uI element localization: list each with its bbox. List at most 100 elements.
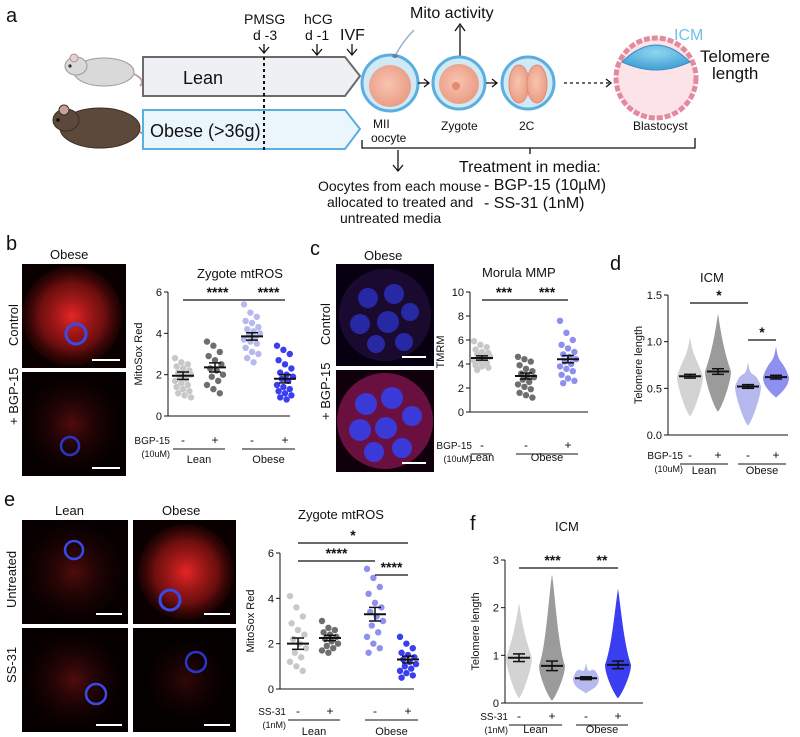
icm-label: ICM <box>674 27 703 44</box>
data-point <box>205 352 212 360</box>
data-point <box>556 317 564 324</box>
data-point <box>560 380 567 387</box>
treatment-sign: - <box>524 438 528 452</box>
group-label: Obese <box>531 452 563 464</box>
data-point <box>288 365 295 372</box>
significance-label: **** <box>381 559 403 575</box>
data-point <box>207 365 214 372</box>
data-point <box>273 342 281 349</box>
micrograph-b-bgp15 <box>22 372 126 476</box>
data-point <box>331 626 338 634</box>
data-point <box>288 392 295 399</box>
data-point <box>242 344 249 351</box>
oocytes-note-3: untreated media <box>340 210 441 226</box>
panel-c-micrographs: c Obese Control + BGP-15 <box>310 238 434 472</box>
data-point <box>244 354 251 362</box>
data-point <box>409 645 416 652</box>
data-point <box>379 617 387 625</box>
data-point <box>477 341 484 348</box>
panel-b-micrographs: b Obese Control + BGP-15 <box>6 233 126 476</box>
data-point <box>516 389 523 396</box>
significance-label: * <box>759 324 765 340</box>
panel-label-e: e <box>4 489 15 511</box>
data-point <box>255 323 262 331</box>
data-point <box>291 649 298 656</box>
data-point <box>181 392 188 399</box>
treatment-sign: - <box>517 709 521 723</box>
group-label: Lean <box>302 726 326 737</box>
group-label: Lean <box>692 465 716 477</box>
panel-e-row-untreated: Untreated <box>4 551 19 608</box>
pmsg-day-label: d -3 <box>253 27 277 43</box>
group-label: Lean <box>187 454 211 466</box>
micrograph-c-bgp15 <box>336 370 434 472</box>
data-point <box>371 599 379 607</box>
data-point <box>330 645 337 652</box>
data-point <box>514 381 522 388</box>
y-axis-label: MitoSox Red <box>245 590 257 653</box>
treatment-sign: + <box>211 433 218 447</box>
data-point <box>281 361 289 368</box>
data-point <box>242 317 249 325</box>
data-point <box>569 368 576 375</box>
micrograph-e-obese-untreated <box>133 520 236 624</box>
panel-label-a: a <box>6 5 18 27</box>
treatment-sign: - <box>181 433 185 447</box>
data-point <box>558 371 565 378</box>
data-point <box>396 633 404 641</box>
data-point <box>179 385 187 393</box>
micrograph-e-lean-untreated <box>22 520 128 624</box>
data-point <box>571 348 578 356</box>
data-point <box>281 390 289 397</box>
data-point <box>256 330 264 337</box>
data-point <box>470 338 478 345</box>
group-label: Obese <box>586 724 618 736</box>
pmsg-arrow <box>258 44 270 55</box>
treatment-sign: + <box>326 704 333 718</box>
y-tick-label: 6 <box>458 335 464 347</box>
data-point <box>216 348 223 356</box>
y-axis-label: Telomere length <box>470 592 482 670</box>
data-point <box>514 353 522 360</box>
telomere-label-2: length <box>712 64 758 83</box>
lean-mouse-icon <box>64 53 143 87</box>
chart-b-title: Zygote mtROS <box>197 266 283 281</box>
obese-arrow <box>142 109 362 150</box>
data-point <box>363 565 371 573</box>
data-point <box>215 377 222 385</box>
y-tick-label: 8 <box>458 311 464 323</box>
chart-e-title: Zygote mtROS <box>298 507 384 522</box>
y-tick-label: 0 <box>493 698 499 710</box>
group-label: Obese <box>375 726 407 737</box>
significance-label: ** <box>597 552 608 568</box>
mii-label-2: oocyte <box>371 131 407 145</box>
data-point <box>334 640 342 647</box>
data-point <box>203 338 211 345</box>
treatment-sign: + <box>614 709 621 723</box>
data-point <box>178 359 185 366</box>
zygote-label: Zygote <box>441 119 478 133</box>
y-tick-label: 1.0 <box>647 337 662 349</box>
treatment-item-1: - BGP-15 (10µM) <box>484 177 606 194</box>
chart-d-title: ICM <box>700 270 724 285</box>
data-point <box>558 341 565 348</box>
panel-label-c: c <box>310 238 320 260</box>
two-cell-label: 2C <box>519 119 535 133</box>
y-tick-label: 2 <box>268 639 274 651</box>
data-point <box>298 654 305 661</box>
data-point <box>483 344 490 351</box>
panel-label-d: d <box>610 253 621 275</box>
mito-arrow <box>454 22 466 58</box>
data-point <box>323 642 330 650</box>
treatment-sign: - <box>688 448 692 462</box>
significance-label: *** <box>496 284 513 300</box>
panel-a-schematic: a Lean Obese (>36g) PMSG d -3 hCG d -1 <box>6 5 770 226</box>
y-tick-label: 1.5 <box>647 290 662 302</box>
y-tick-label: 4 <box>156 328 162 340</box>
arrow-to-zygote <box>418 78 431 88</box>
pmsg-label: PMSG <box>244 11 285 27</box>
data-point <box>302 645 310 652</box>
data-point <box>563 365 570 372</box>
panel-c-row-bgp: + BGP-15 <box>318 363 333 420</box>
